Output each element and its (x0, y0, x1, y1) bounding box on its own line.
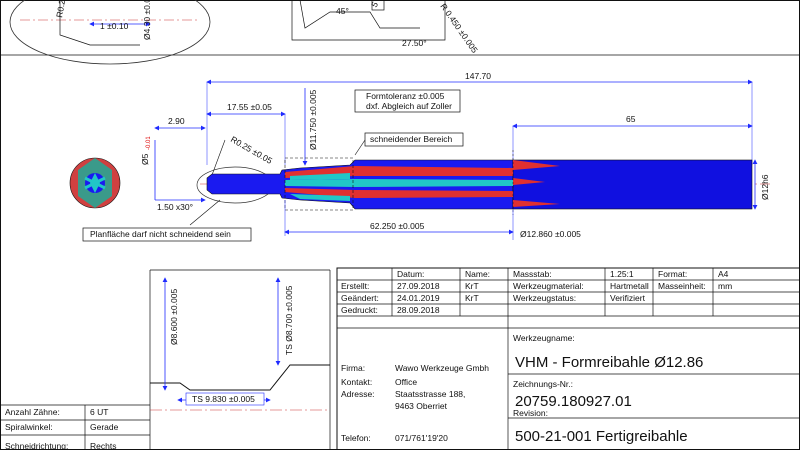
dim-62250-label: 62.250 ±0.005 (370, 221, 425, 231)
row-2-date: 28.09.2018 (397, 305, 440, 315)
angle2750-label: 27.50° (402, 38, 427, 48)
left-row-1-value: Gerade (90, 422, 119, 432)
title-block: Datum: Name: Massstab: 1.25:1 Format: A4… (336, 267, 800, 450)
dim-r025-label: R0.25 ±0.05 (229, 134, 274, 166)
kontakt-label: Kontakt: (341, 377, 372, 387)
dim-11750-label: Ø11.750 ±0.005 (308, 89, 318, 150)
main-view: 147.70 Formtoleranz ±0.005 dxf. Abgleich… (69, 71, 770, 242)
row-1-v: Verifiziert (610, 293, 646, 303)
dim-290-label: 2.90 (168, 116, 185, 126)
row-1-date: 24.01.2019 (397, 293, 440, 303)
dim-12h6-label: Ø12h6 (760, 174, 770, 200)
firma-value: Wawo Werkzeuge Gmbh (395, 363, 489, 373)
row-0-v: Hartmetall (610, 281, 649, 291)
left-row-2-value: Rechts (90, 441, 116, 450)
detail-ellipse (9, 0, 211, 65)
total-length-label: 147.70 (465, 71, 491, 81)
werkzeugname-label: Werkzeugname: (513, 333, 575, 343)
revision-label: Revision: (513, 408, 548, 418)
schneidend-label: schneidender Bereich (370, 134, 452, 144)
left-row-2-label: Schneidrichtung: (5, 441, 68, 450)
formtol-line2: dxf. Abgleich auf Zoller (366, 101, 452, 111)
dim-phi5-tol: -0.01 (146, 136, 152, 150)
row-1-label: Geändert: (341, 293, 379, 303)
hdr-format-val: A4 (718, 269, 729, 279)
hdr-format: Format: (658, 269, 687, 279)
planflaeche-box (82, 227, 252, 242)
zeichnungsnr-label: Zeichnungs-Nr.: (513, 379, 573, 389)
box5-label: 5 (369, 0, 380, 9)
dim-phi5-label: Ø5 (140, 153, 150, 165)
row-0-name: KrT (465, 281, 479, 291)
top-left-detail: R0.25 Ø4.30 ±0.05 1 ±0.10 (9, 0, 211, 65)
angle45-label: 45° (336, 6, 349, 16)
bottom-detail: Ø8.600 ±0.005 TS Ø8.700 ±0.005 TS 9.830 … (149, 269, 331, 450)
top-center-detail: 5 45° 27.50° R 0.450 ±0.005 (291, 0, 480, 55)
adresse-line2: 9463 Oberriet (395, 401, 448, 411)
kontakt-value: Office (395, 377, 417, 387)
dim-12860-label: Ø12.860 ±0.005 (520, 229, 581, 239)
dim-150-label: 1.50 x30° (157, 202, 193, 212)
firma-label: Firma: (341, 363, 365, 373)
formtol-box (354, 89, 461, 113)
formtol-line1: Formtoleranz ±0.005 (366, 91, 445, 101)
hdr-name: Name: (465, 269, 490, 279)
phi430-label: Ø4.30 ±0.05 (142, 0, 152, 40)
telefon-label: Telefon: (341, 433, 371, 443)
hdr-massstab: Massstab: (513, 269, 552, 279)
left-row-1-label: Spiralwinkel: (5, 422, 53, 432)
r025-label: R0.25 (54, 0, 68, 18)
tool-end-view (69, 157, 121, 209)
row-0-k2: Masseinheit: (658, 281, 706, 291)
werkzeugname-value: VHM - Formreibahle Ø12.86 (515, 354, 703, 371)
schneidend-box (364, 132, 464, 147)
telefon-value: 071/761'19'20 (395, 433, 448, 443)
left-row-0-label: Anzahl Zähne: (5, 407, 60, 417)
r0450-label: R 0.450 ±0.005 (438, 1, 480, 55)
hdr-datum: Datum: (397, 269, 424, 279)
adresse-label: Adresse: (341, 389, 375, 399)
length-65-label: 65 (626, 114, 636, 124)
left-table: Anzahl Zähne: 6 UT Spiralwinkel: Gerade … (0, 404, 150, 450)
row-0-date: 27.09.2018 (397, 281, 440, 291)
row-2-label: Gedruckt: (341, 305, 378, 315)
left-row-0-value: 6 UT (90, 407, 108, 417)
one010-label: 1 ±0.10 (100, 21, 129, 31)
ts8700-label: TS Ø8.700 ±0.005 (284, 285, 294, 355)
row-1-k: Werkzeugstatus: (513, 293, 576, 303)
row-0-k: Werkzeugmaterial: (513, 281, 584, 291)
tool-shank (512, 159, 753, 210)
ts9830-label: TS 9.830 ±0.005 (192, 394, 255, 404)
phi8600-label: Ø8.600 ±0.005 (169, 289, 179, 345)
row-1-name: KrT (465, 293, 479, 303)
dim-1755-label: 17.55 ±0.05 (227, 102, 272, 112)
adresse-line1: Staatsstrasse 188, (395, 389, 465, 399)
planflaeche-label: Planfläche darf nicht schneidend sein (90, 229, 231, 239)
row-0-label: Erstellt: (341, 281, 369, 291)
zeichnungsnr-value: 20759.180927.01 (515, 393, 632, 410)
hdr-massstab-val: 1.25:1 (610, 269, 634, 279)
revision-value: 500-21-001 Fertigreibahle (515, 428, 688, 445)
row-0-v2: mm (718, 281, 732, 291)
